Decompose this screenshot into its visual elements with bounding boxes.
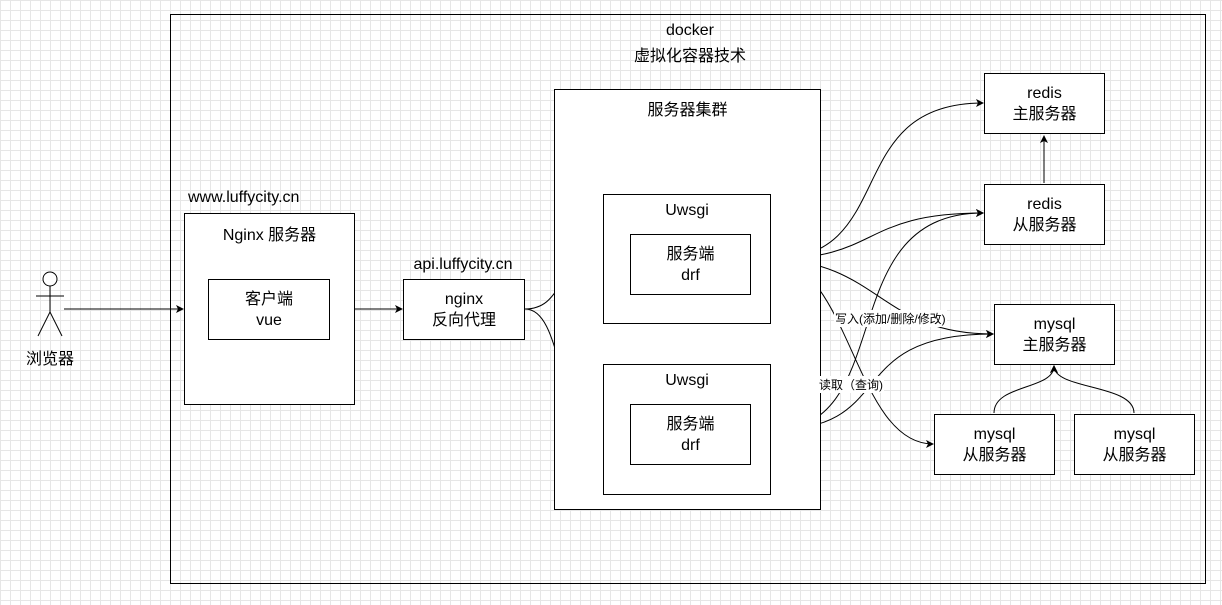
proxy-line1: nginx <box>444 290 484 308</box>
write-edge-label: 写入(添加/删除/修改) <box>834 310 947 327</box>
docker-container <box>170 14 1206 584</box>
docker-subtitle: 虚拟化容器技术 <box>633 48 746 65</box>
user-actor-icon <box>36 271 64 337</box>
uwsgi-node-1-title: Uwsgi <box>665 202 709 219</box>
mysql-slave-1-line2: 从服务器 <box>962 446 1027 464</box>
read-edge-label: 读取（查询) <box>818 376 884 393</box>
browser-label: 浏览器 <box>25 351 74 368</box>
redis-master-box: redis 主服务器 <box>984 73 1105 134</box>
nginx-server-title: Nginx 服务器 <box>222 227 317 244</box>
redis-slave-box: redis 从服务器 <box>984 184 1105 245</box>
drf-server-1-line2: drf <box>681 266 700 284</box>
docker-title: docker <box>665 22 715 39</box>
mysql-slave-1-box: mysql 从服务器 <box>934 414 1055 475</box>
proxy-domain: api.luffycity.cn <box>413 256 513 273</box>
drf-server-1: 服务端 drf <box>630 234 751 295</box>
mysql-slave-2-box: mysql 从服务器 <box>1074 414 1195 475</box>
mysql-slave-2-line1: mysql <box>1113 425 1156 443</box>
client-box: 客户端 vue <box>208 279 330 340</box>
edge-mysql-slave1-replication <box>993 365 1058 414</box>
client-line1: 客户端 <box>244 290 293 308</box>
drf-server-2: 服务端 drf <box>630 404 751 465</box>
proxy-box: nginx 反向代理 <box>403 279 525 340</box>
mysql-master-line2: 主服务器 <box>1022 336 1087 354</box>
drf-server-2-line2: drf <box>681 436 700 454</box>
drf-server-1-line1: 服务端 <box>666 245 715 263</box>
redis-slave-line2: 从服务器 <box>1012 216 1077 234</box>
mysql-master-line1: mysql <box>1033 315 1076 333</box>
drf-server-2-line1: 服务端 <box>666 415 715 433</box>
server-cluster-title: 服务器集群 <box>647 102 728 119</box>
nginx-domain: www.luffycity.cn <box>188 189 300 206</box>
redis-slave-line1: redis <box>1027 195 1062 213</box>
edge-mysql-slave2-replication <box>1050 365 1135 414</box>
redis-master-line2: 主服务器 <box>1012 105 1077 123</box>
redis-master-line1: redis <box>1027 84 1062 102</box>
client-line2: vue <box>256 311 282 329</box>
proxy-line2: 反向代理 <box>431 311 496 329</box>
uwsgi-node-2-title: Uwsgi <box>665 372 709 389</box>
mysql-slave-2-line2: 从服务器 <box>1102 446 1167 464</box>
mysql-slave-1-line1: mysql <box>973 425 1016 443</box>
mysql-master-box: mysql 主服务器 <box>994 304 1115 365</box>
